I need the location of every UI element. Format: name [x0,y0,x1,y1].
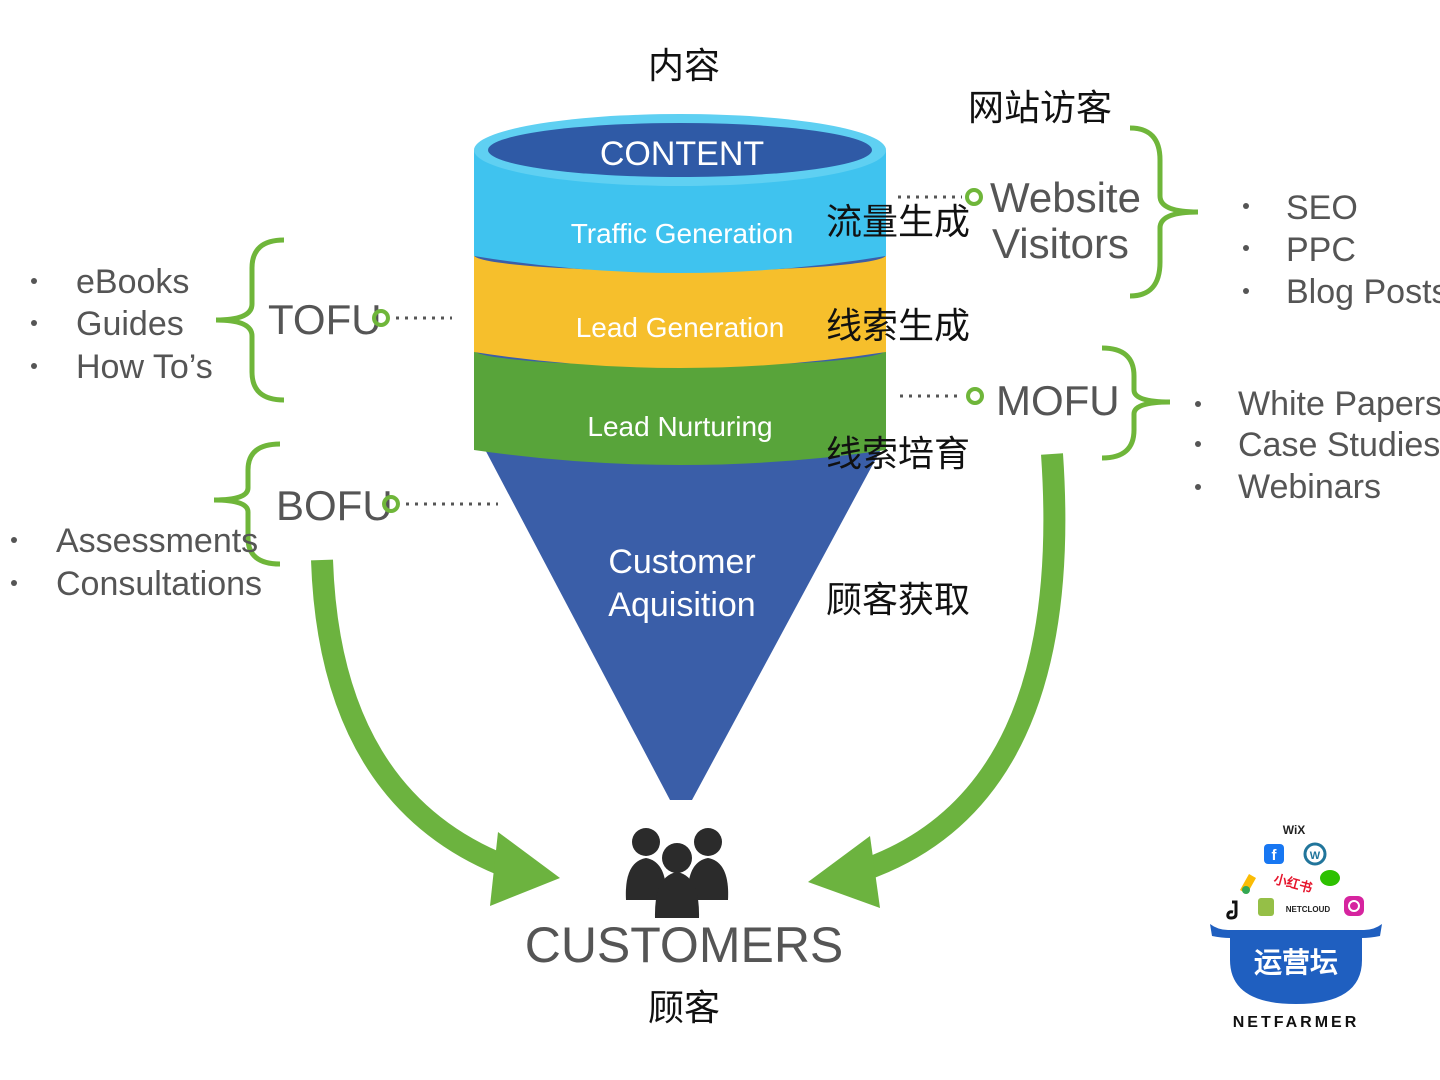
logo-brand-cn: 运营坛 [1254,946,1338,979]
funnel-label-lead-nurturing: Lead Nurturing [587,411,772,442]
pot-icon [1210,924,1382,1004]
mofu-item-2: Webinars [1238,468,1381,506]
funnel-label-acquisition-line2: Aquisition [608,586,755,624]
logo-badge-netcloud: NETCLOUD [1286,905,1331,914]
svg-text:f: f [1272,847,1278,864]
instagram-icon [1344,896,1364,916]
flow-arrows [311,453,1066,908]
cn-label-customers: 顾客 [648,988,720,1029]
bracket-mofu [1101,345,1171,461]
cn-label-lead-generation: 线索生成 [826,306,970,347]
tofu-item-2: How To’s [76,348,213,386]
stage-mofu: MOFU White Papers Case Studies Webinars [900,345,1440,506]
connector-node [372,309,390,327]
funnel-label-traffic: Traffic Generation [571,218,794,249]
funnel-layer-lead-generation [474,255,886,368]
tofu-item-0: eBooks [76,263,189,301]
mofu-item-1: Case Studies [1238,426,1440,464]
bofu-item-0: Assessments [56,522,258,560]
cn-label-traffic: 流量生成 [826,202,970,243]
arrow-left-to-customers [311,559,514,879]
logo-brand-en: NETFARMER [1233,1014,1360,1031]
svg-text:W: W [1310,850,1321,862]
wordpress-icon [1303,842,1327,866]
people-icon [625,828,729,918]
cn-label-lead-nurturing: 线索培育 [826,434,970,475]
logo-badge-xiaohongshu: 小红书 [1272,871,1314,897]
cn-label-acquisition: 顾客获取 [826,580,970,621]
tofu-item-1: Guides [76,305,184,343]
funnel-layer-acquisition [480,440,886,800]
tofu-label: TOFU [268,296,382,343]
mofu-label: MOFU [996,377,1120,424]
website-visitors-label-line2: Visitors [992,220,1129,267]
chinese-annotations: 内容 流量生成 线索生成 线索培育 顾客获取 网站访客 顾客 [648,46,1112,1029]
website-visitors-item-1: PPC [1286,231,1356,269]
facebook-icon [1264,844,1284,864]
funnel-layer-lead-nurturing [474,350,886,465]
customers-group: CUSTOMERS [525,828,844,973]
logo-badge-wix: WiX [1283,823,1306,837]
netfarmer-logo: WiX f W 小红书 NETCLOUD 运营坛 NETFARMER [1210,823,1382,1031]
stage-website-visitors: Website Visitors SEO PPC Blog Posts [898,125,1440,311]
bofu-label: BOFU [276,482,393,529]
arrow-right-head [808,836,880,908]
tiktok-icon [1226,900,1238,920]
funnel: CONTENT Traffic Generation Lead Generati… [474,114,886,800]
connector-node [965,188,983,206]
stage-tofu: eBooks Guides How To’s TOFU [31,237,452,403]
website-visitors-item-0: SEO [1286,189,1358,227]
funnel-label-lead-generation: Lead Generation [576,312,785,343]
cn-label-content: 内容 [648,46,720,87]
bracket-tofu [215,237,285,403]
customers-label: CUSTOMERS [525,917,844,973]
shopify-icon [1258,898,1274,916]
website-visitors-item-2: Blog Posts [1286,273,1440,311]
funnel-label-content: CONTENT [600,135,764,173]
arrow-left-head [490,832,560,906]
cn-label-website-visitors: 网站访客 [968,88,1112,129]
connector-node [382,495,400,513]
wechat-icon [1320,870,1340,886]
connector-node [966,387,984,405]
bracket-bofu [213,441,281,567]
bofu-item-1: Consultations [56,565,262,603]
bracket-website-visitors [1129,125,1199,299]
website-visitors-label-line1: Website [990,174,1141,221]
stage-bofu: BOFU Assessments Consultations [11,441,498,603]
funnel-label-acquisition-line1: Customer [608,543,755,581]
arrow-right-to-customers [854,453,1066,883]
mofu-item-0: White Papers [1238,385,1440,423]
